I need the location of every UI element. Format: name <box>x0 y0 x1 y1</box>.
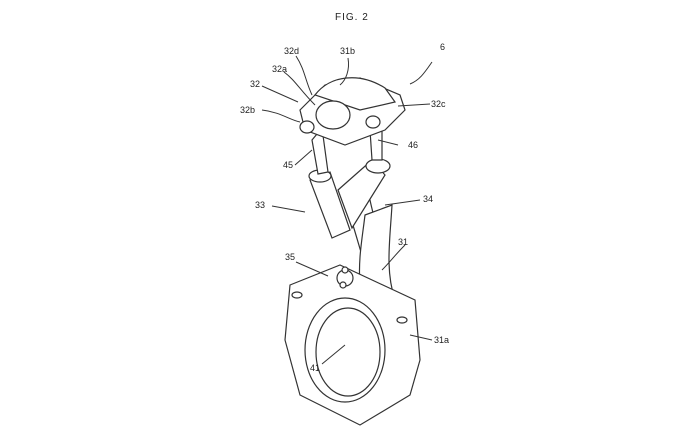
label-32b: 32b <box>240 105 255 115</box>
reference-labels: 6 31b 32d 32a 32 32b 32c 46 45 33 34 35 … <box>240 42 449 373</box>
label-32: 32 <box>250 79 260 89</box>
leader-lines <box>261 55 433 365</box>
connecting-rod <box>284 199 421 426</box>
label-31a: 31a <box>434 335 449 345</box>
label-46: 46 <box>408 140 418 150</box>
label-32a: 32a <box>272 64 287 74</box>
figure-title: FIG. 2 <box>335 12 369 23</box>
label-33: 33 <box>255 200 265 210</box>
label-41: 41 <box>310 363 320 373</box>
label-45: 45 <box>283 160 293 170</box>
label-31: 31 <box>398 237 408 247</box>
label-34: 34 <box>423 194 433 204</box>
label-35: 35 <box>285 252 295 262</box>
label-6: 6 <box>440 42 445 52</box>
label-32c: 32c <box>431 99 446 109</box>
label-32d: 32d <box>284 46 299 56</box>
actuator-cylinders <box>308 126 391 239</box>
eccentric-member <box>299 77 406 146</box>
label-31b: 31b <box>340 46 355 56</box>
